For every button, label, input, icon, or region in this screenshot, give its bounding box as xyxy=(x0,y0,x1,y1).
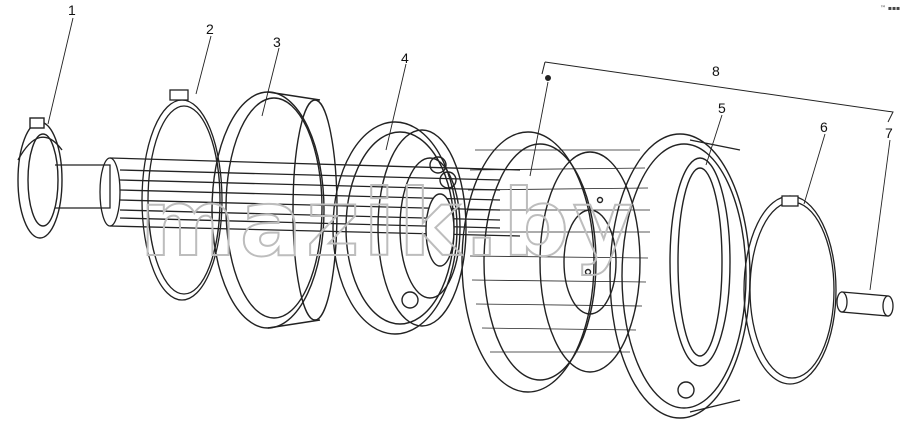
part-2-snap-ring xyxy=(141,89,223,301)
group-8-bracket xyxy=(541,61,894,123)
callout-7: 7 xyxy=(885,125,893,141)
part-7-pin xyxy=(836,291,894,317)
corner-mark: ™ ▪▪▪ xyxy=(880,5,900,12)
helical-gear xyxy=(461,131,650,393)
part-1-flange xyxy=(17,117,63,239)
callout-6: 6 xyxy=(820,119,828,135)
part-3-ring-shell xyxy=(211,91,338,329)
callout-8: 8 xyxy=(712,63,720,79)
part-6-circlip xyxy=(743,195,837,385)
callout-5: 5 xyxy=(718,100,726,116)
watermark: mazik.by xyxy=(140,170,637,277)
leader-lines xyxy=(47,17,891,291)
part-5-synchro-ring xyxy=(609,133,751,419)
callout-3: 3 xyxy=(273,34,281,50)
callout-2: 2 xyxy=(206,21,214,37)
part-4-bearing xyxy=(332,121,467,335)
shaft xyxy=(55,157,521,237)
callout-1: 1 xyxy=(68,2,76,18)
callout-4: 4 xyxy=(401,50,409,66)
